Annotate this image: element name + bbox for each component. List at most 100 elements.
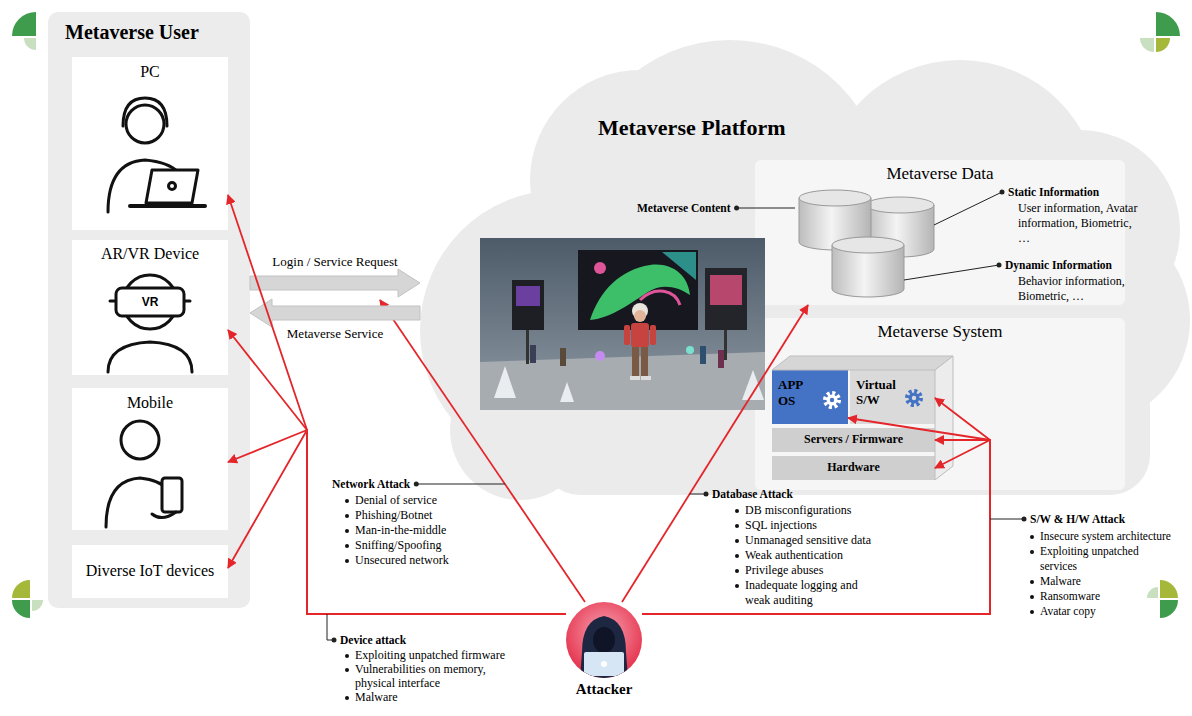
attack-item: Man-in-the-middle: [355, 523, 446, 538]
node-text: Metaverse System: [755, 322, 1125, 342]
leader-line: [934, 192, 1002, 225]
node-text: Hardware: [772, 460, 935, 475]
node-text: Metaverse Platform: [598, 115, 786, 141]
label-slot: Malware: [355, 690, 398, 704]
attack-heading: Network Attack: [332, 477, 410, 491]
pc-user-icon: [108, 98, 205, 212]
edge-label: Metaverse Service: [287, 326, 383, 342]
leader-line: [327, 614, 334, 640]
device-tag: VR: [142, 295, 159, 309]
attacker-circle: Attacker: [566, 602, 642, 704]
corner-decoration: [12, 12, 1180, 618]
bullet-dot: [345, 559, 349, 563]
attack-item: Avatar copy: [1040, 604, 1096, 619]
leader-dot: [414, 482, 419, 487]
node-text: Metaverse User: [65, 20, 199, 44]
node-text: Metaverse Data: [755, 164, 1125, 184]
leader-dot: [1000, 190, 1005, 195]
label-slot: Static Information: [1008, 185, 1099, 199]
label-slot: Man-in-the-middle: [355, 523, 446, 538]
leader-line: [737, 208, 795, 209]
node-text: PC: [72, 62, 228, 81]
leader-line: [416, 484, 505, 485]
attack-item: SQL injections: [745, 518, 817, 533]
leader-dot: [704, 492, 709, 497]
attack-arrow: [642, 440, 990, 614]
bullet-dot: [1030, 550, 1034, 554]
attack-item: Sniffing/Spoofing: [355, 538, 441, 553]
attack-arrow: [228, 330, 566, 614]
attack-item: Unmanaged sensitive data: [745, 533, 871, 548]
attack-heading: S/W & H/W Attack: [1030, 512, 1125, 526]
node-text: OS: [778, 393, 795, 408]
device-box: Mobile: [72, 388, 228, 530]
attack-item: Privilege abuses: [745, 563, 823, 578]
hardware-layer: Hardware: [772, 456, 935, 480]
attack-arrow: [642, 398, 990, 614]
system-panel: Metaverse SystemAPPOS Virtual S/W Servers …: [755, 318, 1125, 490]
device-box: Diverse IoT devices: [72, 545, 228, 598]
callout-text: User information, Avatar information, Bi…: [1018, 201, 1138, 246]
attack-heading: Device attack: [340, 633, 406, 647]
edge-label-slot: Metaverse Service: [287, 326, 383, 342]
label-slot: Ransomware: [1040, 589, 1100, 604]
attack-item: Unsecured network: [355, 553, 449, 568]
label-slot: Behavior information, Biometric, …: [1018, 274, 1138, 304]
attack-arrow: [642, 440, 990, 614]
attack-arrow: [642, 418, 990, 614]
attack-item: Ransomware: [1040, 589, 1100, 604]
attacker-figure: [566, 602, 642, 678]
bullet-dot: [735, 539, 739, 543]
label-slot: VR: [142, 295, 159, 309]
bullet-dot: [735, 554, 739, 558]
label-slot: Device attack: [340, 633, 406, 647]
bullet-dot: [1030, 580, 1034, 584]
attack-heading: Database Attack: [712, 487, 793, 501]
attack-item: Exploiting unpatched services: [1040, 544, 1158, 574]
label-slot: Phishing/Botnet: [355, 508, 432, 523]
vr-user-icon: [108, 275, 192, 372]
virtual-sw-block: Virtual S/W: [850, 370, 935, 424]
node-text: Servers / Firmware: [772, 432, 935, 447]
leader-dot: [734, 206, 739, 211]
label-slot: Database Attack: [712, 487, 793, 501]
service-arrow: [250, 269, 420, 297]
label-slot: SQL injections: [745, 518, 817, 533]
attack-item: Inadequate logging and weak auditing: [745, 578, 875, 608]
attack-item: Malware: [355, 690, 398, 704]
service-arrow: [250, 299, 420, 327]
label-slot: DB misconfigurations: [745, 503, 851, 518]
leader-dot: [1022, 517, 1027, 522]
label-slot: Metaverse Content: [637, 201, 731, 215]
label-slot: Inadequate logging and weak auditing: [745, 578, 875, 608]
bullet-dot: [735, 509, 739, 513]
node-text: Diverse IoT devices: [72, 561, 228, 580]
callout-heading: Static Information: [1008, 185, 1099, 199]
node-text: Virtual S/W: [856, 377, 912, 407]
bullet-dot: [1030, 535, 1034, 539]
attack-arrow: [228, 195, 566, 614]
attack-item: Weak authentication: [745, 548, 843, 563]
label-slot: S/W & H/W Attack: [1030, 512, 1125, 526]
label-slot: Weak authentication: [745, 548, 843, 563]
label-slot: User information, Avatar information, Bi…: [1018, 201, 1138, 246]
callout-text: Behavior information, Biometric, …: [1018, 274, 1138, 304]
node-text: APP: [778, 377, 803, 392]
database-cylinders: [799, 190, 934, 297]
attack-item: Vulnerabilities on memory, physical inte…: [355, 662, 495, 690]
device-box: PC: [72, 57, 228, 230]
callout-heading: Dynamic Information: [1005, 258, 1112, 272]
bullet-dot: [345, 499, 349, 503]
label-slot: Unsecured network: [355, 553, 449, 568]
bullet-dot: [345, 544, 349, 548]
label-slot: Network Attack: [332, 477, 410, 491]
bullet-dot: [345, 668, 349, 672]
attack-item: DB misconfigurations: [745, 503, 851, 518]
node-text: Attacker: [566, 680, 642, 698]
callout-heading: Metaverse Content: [637, 201, 731, 215]
user-panel: Metaverse UserPCAR/VR DeviceMobileDivers…: [48, 12, 250, 608]
system-stack-faces: [772, 356, 953, 480]
mobile-user-icon: [106, 421, 182, 527]
metaverse-screenshot: [480, 238, 765, 410]
